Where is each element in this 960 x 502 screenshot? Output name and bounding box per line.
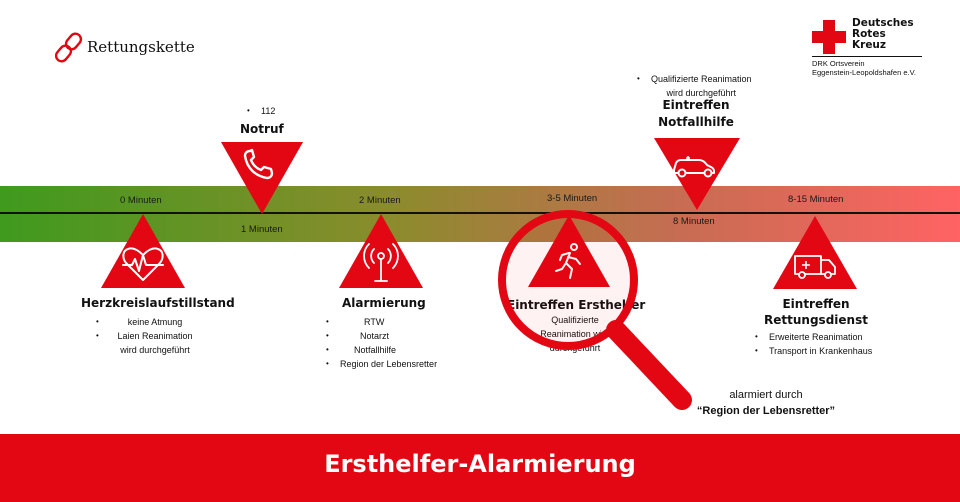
drk-sub1: DRK Ortsverein	[812, 59, 865, 68]
alarm-bullets: RTW Notarzt Notfallhilfe Region der Lebe…	[326, 315, 450, 371]
tick-8-15-minuten: 8-15 Minuten	[788, 194, 844, 205]
drk-logo: Deutsches Rotes Kreuz DRK Ortsverein Egg…	[812, 18, 924, 80]
rettungsdienst-title: Eintreffen Rettungsdienst	[756, 296, 876, 328]
rettungsdienst-bullet: Transport in Krankenhaus	[755, 344, 899, 358]
drk-divider	[812, 56, 922, 57]
drk-sub2: Eggenstein-Leopoldshafen e.V.	[812, 68, 916, 77]
timeline-line	[0, 212, 960, 214]
car-icon	[673, 156, 715, 178]
notruf-bullets: 112	[247, 104, 276, 118]
drk-line2: Rotes	[852, 28, 886, 40]
herz-bullets: keine Atmung Laien Reanimation wird durc…	[96, 315, 200, 357]
notruf-triangle	[221, 142, 303, 214]
notfallhilfe-title: Eintreffen Notfallhilfe	[646, 97, 746, 131]
notfallhilfe-bullet: Qualifizierte Reanimation wird durchgefü…	[637, 72, 751, 100]
annotation: alarmiert durch “Region der Lebensretter…	[676, 387, 856, 419]
notfallhilfe-title-line1: Eintreffen	[662, 98, 730, 112]
footer-banner	[0, 434, 960, 502]
alarm-triangle	[339, 214, 423, 288]
red-cross-icon	[812, 20, 846, 59]
notruf-bullet: 112	[247, 104, 276, 118]
alarm-bullet: Notfallhilfe	[326, 343, 450, 357]
ambulance-icon	[794, 255, 836, 279]
notfallhilfe-bullets: Qualifizierte Reanimation wird durchgefü…	[637, 72, 751, 100]
chain-link-icon	[54, 31, 83, 63]
rettungsdienst-bullet: Erweiterte Reanimation	[755, 330, 899, 344]
herz-bullet: Laien Reanimation wird durchgeführt	[96, 329, 200, 357]
tick-3-5-minuten: 3-5 Minuten	[547, 193, 598, 204]
notfallhilfe-triangle	[654, 138, 740, 210]
alarm-bullet: Region der Lebensretter	[326, 357, 450, 371]
rettungskette-logo: Rettungskette	[54, 30, 195, 64]
antenna-icon	[363, 243, 399, 282]
logo-text: Rettungskette	[87, 38, 195, 56]
annotation-line2: “Region der Lebensretter”	[696, 405, 836, 417]
drk-line1: Deutsches	[852, 17, 914, 29]
tick-0-minuten: 0 Minuten	[120, 195, 162, 206]
rettungsdienst-bullets: Erweiterte Reanimation Transport in Kran…	[755, 330, 899, 358]
timeline-bar	[0, 186, 960, 242]
footer-title: Ersthelfer-Alarmierung	[324, 450, 636, 478]
notruf-title: Notruf	[240, 122, 284, 136]
tick-8-minuten: 8 Minuten	[673, 216, 715, 227]
tick-1-minuten: 1 Minuten	[241, 224, 283, 235]
alarm-bullet: RTW	[326, 315, 450, 329]
magnifier-icon	[496, 208, 701, 423]
herz-bullet: keine Atmung	[96, 315, 200, 329]
heart-ecg-icon	[122, 247, 164, 281]
ersthelfer-title: Eintreffen Ersthelfer	[507, 298, 645, 312]
ersthelfer-triangle	[528, 215, 610, 287]
herz-triangle	[101, 214, 185, 288]
rettungsdienst-title-line2: Rettungsdienst	[764, 313, 868, 327]
notfallhilfe-title-line2: Notfallhilfe	[658, 115, 734, 129]
herz-title: Herzkreislaufstillstand	[81, 296, 235, 310]
alarm-bullet: Notarzt	[326, 329, 450, 343]
rettungsdienst-title-line1: Eintreffen	[782, 297, 850, 311]
annotation-line1: alarmiert durch	[729, 389, 803, 401]
rettungsdienst-triangle	[773, 216, 857, 289]
phone-icon	[243, 148, 274, 180]
running-person-icon	[555, 243, 581, 279]
tick-2-minuten: 2 Minuten	[359, 195, 401, 206]
drk-line3: Kreuz	[852, 39, 887, 51]
alarm-title: Alarmierung	[342, 296, 426, 310]
